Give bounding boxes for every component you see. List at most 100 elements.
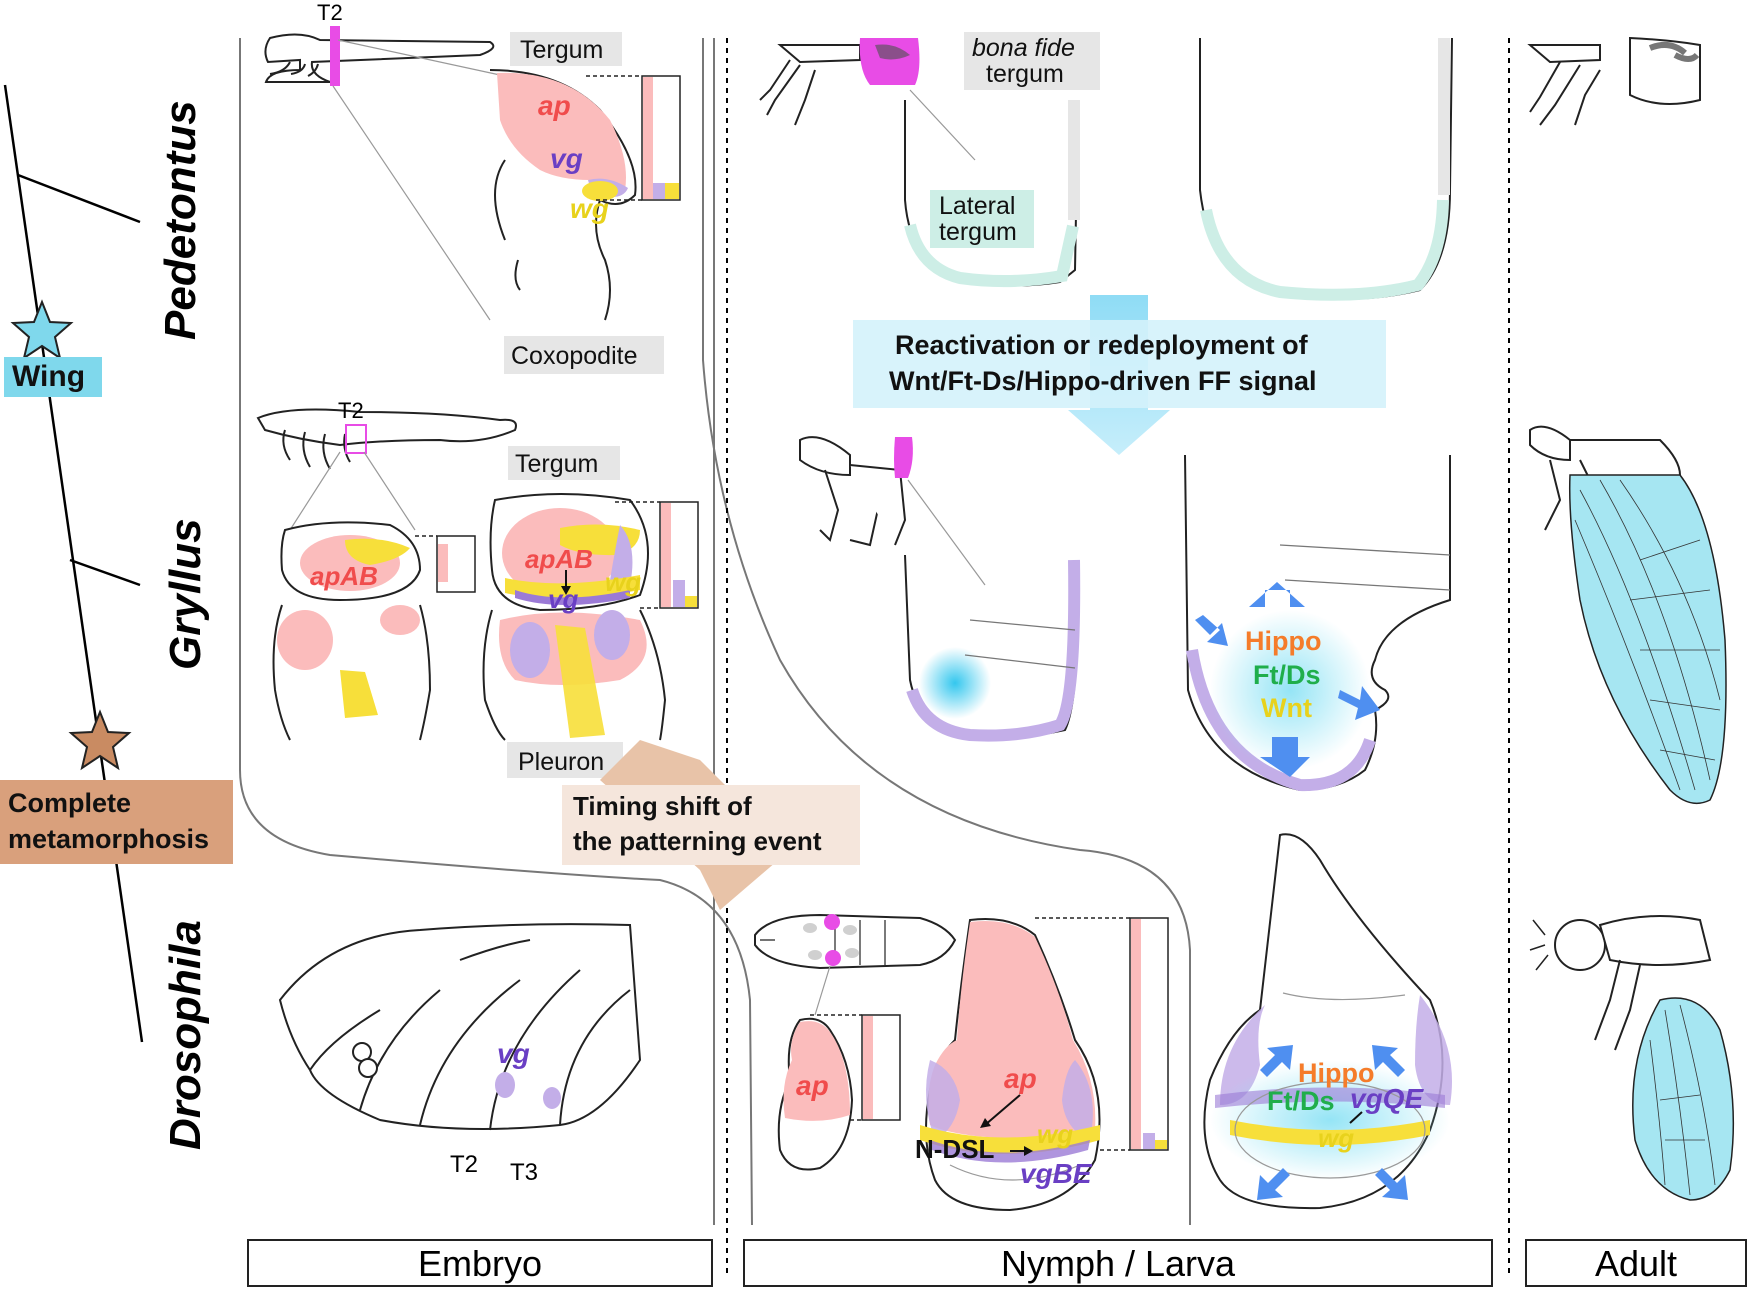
gryllus-zoom-lines [289,451,416,531]
redeployment-line1: Reactivation or redeployment of [895,330,1309,360]
redeployment-line2: Wnt/Ft-Ds/Hippo-driven FF signal [889,366,1316,396]
drosophila-larva-whole [754,913,957,970]
drosophila-larva-zoom [814,965,831,1016]
lateral-tergum-line1: Lateral [939,192,1015,220]
pedetontus-nymph-appendage-large [1199,37,1453,300]
drosophila-vgQE-label: vgQE [1350,1083,1424,1114]
gryllus-nymph-wingpad-magenta [894,437,913,478]
gryllus-early-wg [345,538,410,565]
gryllus-nymph-lines-large [1279,544,1451,591]
gryllus-nymph-appendage-small [904,554,1080,740]
drosophila-large-wg-label: wg [1318,1123,1354,1153]
adult-pedetontus [1527,36,1701,126]
drosophila-large-disc-line [1282,992,1406,1001]
drosophila-small-disc-ap [783,1021,850,1121]
pedetontus-expression-bar [586,75,681,201]
pedetontus-nymph-tergum-magenta [859,38,920,85]
pedetontus-ap-label: ap [538,90,571,121]
drosophila-medium-disc-vg-right [1062,1060,1093,1140]
drosophila-larva-disc1 [824,914,840,930]
adult-drosophila-wing [1632,997,1735,1201]
bona-fide-box [964,32,1100,90]
gryllus-t2-marker [345,424,367,454]
gryllus-late-vg-lower1 [510,622,550,678]
panel-dividers [239,38,1191,1226]
gryllus-late-expression-bar [615,501,699,609]
gryllus-early-ap-lower1 [277,610,333,670]
drosophila-ndsl-label: N-DSL [915,1134,995,1164]
pedetontus-coxopodite-label: Coxopodite [511,342,637,370]
drosophila-medium-ap-arrow [984,1094,1021,1126]
stage-embryo-label: Embryo [418,1243,542,1284]
gryllus-nymph-signal-large [1210,610,1370,770]
stage-adult-box [1525,1239,1747,1287]
gryllus-early-apAB-label: apAB [310,561,378,591]
drosophila-larva-disc4 [843,925,857,935]
stage-embryo-box [247,1239,713,1287]
bona-fide-line1: bona fide [972,34,1075,62]
wing-event-label: Wing [12,360,85,393]
gryllus-early-lower [272,604,432,741]
gryllus-nymph-signal-small [919,647,991,719]
drosophila-hippo-label: Hippo [1298,1058,1374,1088]
gryllus-nymph-lines-small [964,619,1076,669]
bona-fide-line2: tergum [986,60,1064,88]
drosophila-embryo-vg-label: vg [497,1038,530,1069]
gryllus-pleuron-label: Pleuron [518,748,604,776]
gryllus-embryo-whole [256,408,517,470]
gryllus-late-lower [482,609,667,741]
timing-shift-line2: the patterning event [573,826,822,856]
adult-drosophila [1529,915,1712,1051]
wing-event-box [4,357,102,397]
stage-nymph-box [743,1239,1493,1287]
stage-adult-label: Adult [1595,1243,1677,1284]
drosophila-larva-disc5 [808,950,822,960]
gryllus-tergum-label: Tergum [515,450,598,478]
drosophila-medium-disc-vg-left [926,1060,960,1140]
lateral-tergum-line2: tergum [939,218,1017,246]
adult-drosophila-wing-veins [1649,1004,1716,1196]
drosophila-medium-disc-vg-band [930,1140,1090,1163]
gryllus-late-arrowhead [561,586,571,595]
pedetontus-wg-domain [582,181,618,201]
gryllus-nymph-body [799,436,907,547]
gryllus-late-wg-label: wg [605,567,641,597]
pedetontus-nymph-tergum-dark [875,44,910,60]
gryllus-pleuron-box [507,742,623,778]
gryllus-nymph-vg-large [1186,649,1376,792]
drosophila-ndsl-arrowhead [1024,1146,1033,1156]
drosophila-embryo-vg1 [495,1072,515,1098]
adult-gryllus-wing [1568,474,1727,805]
gryllus-nymph-appendage-large [1184,454,1451,792]
phylogeny-tree [3,84,144,1043]
taxon-gryllus: Gryllus [161,518,210,670]
pedetontus-zoom-lines [332,39,501,321]
gryllus-nymph-zoom [907,479,986,586]
drosophila-medium-wg-label: wg [1037,1119,1073,1149]
drosophila-medium-disc-inner [949,1164,1081,1181]
adult-gryllus-wing-veins [1574,479,1721,791]
pedetontus-nymph-lateral-small [904,223,1079,288]
gryllus-early-expression-bar [415,535,476,593]
pedetontus-embryo-whole [264,33,495,83]
pedetontus-wg-label: wg [570,193,609,224]
drosophila-t2-label: T2 [450,1151,478,1178]
pedetontus-nymph-body [759,44,861,126]
drosophila-t3-label: T3 [510,1159,538,1186]
drosophila-large-disc-vg-right [1415,995,1452,1105]
pedetontus-nymph-lateral-large [1200,199,1449,301]
drosophila-large-disc-inner [1234,1081,1426,1179]
redeployment-box [853,320,1386,408]
gryllus-late-wg-lower [555,625,605,738]
drosophila-larva-disc6 [845,948,859,958]
pedetontus-tergum-box [510,32,622,66]
drosophila-large-disc-wg [1230,1120,1430,1145]
metamorphosis-label-line1: Complete [8,788,131,818]
metamorphosis-label-line2: metamorphosis [8,824,209,854]
stage-nymph-label: Nymph / Larva [1001,1243,1236,1284]
gryllus-late-vg [610,525,633,589]
metamorphosis-event-box [0,780,233,864]
drosophila-small-disc-bar [810,1014,901,1121]
drosophila-embryo [278,923,642,1131]
drosophila-signal-arrows [1257,1045,1408,1200]
